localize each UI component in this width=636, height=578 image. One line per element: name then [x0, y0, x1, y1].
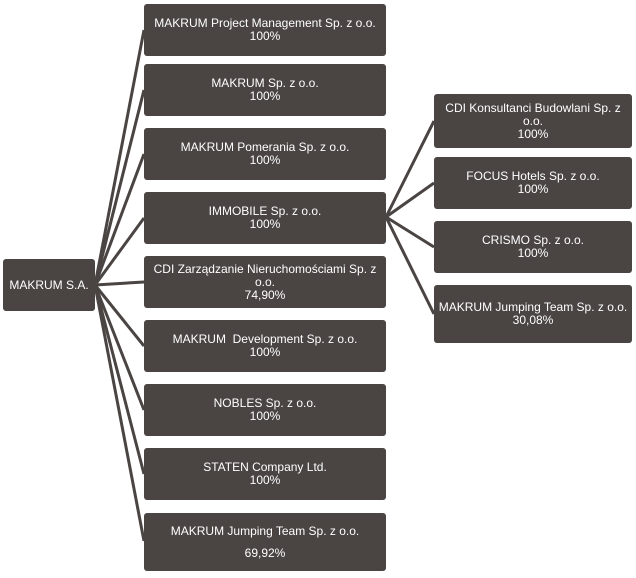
- immobile-subsidiary-box-3: MAKRUM Jumping Team Sp. z o.o. 30,08%: [434, 285, 632, 343]
- connector-root-sub-5: [93, 284, 146, 347]
- subsidiary-name: NOBLES Sp. z o.o.: [213, 396, 317, 410]
- subsidiary-share: 100%: [517, 182, 549, 196]
- subsidiary-share: 100%: [517, 246, 549, 260]
- subsidiary-name: CRISMO Sp. z o.o.: [481, 233, 585, 247]
- subsidiary-share: 100%: [249, 217, 281, 231]
- root-company-box: MAKRUM S.A.: [3, 259, 95, 311]
- connector-root-sub-7: [93, 284, 146, 475]
- connector-immobile-sub-3: [384, 216, 436, 315]
- connector-root-sub-6: [93, 284, 146, 411]
- subsidiary-box-3: IMMOBILE Sp. z o.o. 100%: [144, 192, 386, 244]
- subsidiary-share: 30,08%: [512, 313, 554, 327]
- subsidiary-name: MAKRUM Jumping Team Sp. z o.o.: [170, 523, 360, 538]
- connector-root-sub-2: [93, 153, 146, 286]
- connector-immobile-sub-0: [384, 120, 436, 218]
- subsidiary-name: CDI Konsultanci Budowlani Sp. z o.o.: [445, 100, 621, 128]
- subsidiary-name: FOCUS Hotels Sp. z o.o.: [466, 169, 600, 183]
- subsidiary-share: 100%: [249, 345, 281, 359]
- connector-immobile-sub-1: [385, 181, 435, 219]
- subsidiary-share: 100%: [249, 29, 281, 43]
- subsidiary-name: IMMOBILE Sp. z o.o.: [208, 204, 322, 218]
- connector-root-sub-4: [94, 280, 145, 287]
- subsidiary-name: MAKRUM Pomerania Sp. z o.o.: [180, 140, 350, 154]
- root-company-name: MAKRUM S.A.: [9, 277, 89, 292]
- subsidiary-share: 69,92%: [244, 545, 286, 560]
- subsidiary-share: 100%: [517, 126, 549, 141]
- subsidiary-share: 74,90%: [244, 287, 286, 302]
- immobile-subsidiary-box-1: FOCUS Hotels Sp. z o.o. 100%: [434, 157, 632, 209]
- immobile-subsidiary-box-0: CDI Konsultanci Budowlani Sp. z o.o. 100…: [434, 94, 632, 148]
- subsidiary-box-8: MAKRUM Jumping Team Sp. z o.o. 69,92%: [144, 513, 386, 571]
- subsidiary-name: CDI Zarządzanie Nieruchomościami Sp. z o…: [153, 261, 377, 289]
- subsidiary-name: MAKRUM Sp. z o.o.: [211, 76, 319, 90]
- subsidiary-box-7: STATEN Company Ltd. 100%: [144, 448, 386, 500]
- subsidiary-share: 100%: [249, 473, 281, 487]
- subsidiary-box-5: MAKRUM Development Sp. z o.o. 100%: [144, 320, 386, 372]
- subsidiary-box-0: MAKRUM Project Management Sp. z o.o. 100…: [144, 4, 386, 56]
- subsidiary-box-4: CDI Zarządzanie Nieruchomościami Sp. z o…: [144, 256, 386, 308]
- subsidiary-box-6: NOBLES Sp. z o.o. 100%: [144, 384, 386, 436]
- connector-root-sub-8: [93, 284, 146, 542]
- subsidiary-box-2: MAKRUM Pomerania Sp. z o.o. 100%: [144, 128, 386, 180]
- subsidiary-share: 100%: [249, 409, 281, 423]
- subsidiary-name: STATEN Company Ltd.: [203, 460, 327, 474]
- subsidiary-name: MAKRUM Project Management Sp. z o.o.: [154, 16, 376, 30]
- subsidiary-name: MAKRUM Jumping Team Sp. z o.o.: [438, 300, 628, 314]
- subsidiary-share: 100%: [249, 89, 281, 103]
- immobile-subsidiary-box-2: CRISMO Sp. z o.o. 100%: [434, 221, 632, 273]
- connector-immobile-sub-2: [385, 215, 435, 249]
- subsidiary-share: 100%: [249, 153, 281, 167]
- connector-root-sub-0: [93, 29, 146, 286]
- connector-root-sub-1: [93, 89, 146, 286]
- connector-root-sub-3: [93, 217, 146, 286]
- subsidiary-box-1: MAKRUM Sp. z o.o. 100%: [144, 64, 386, 116]
- subsidiary-name: MAKRUM Development Sp. z o.o.: [172, 332, 358, 346]
